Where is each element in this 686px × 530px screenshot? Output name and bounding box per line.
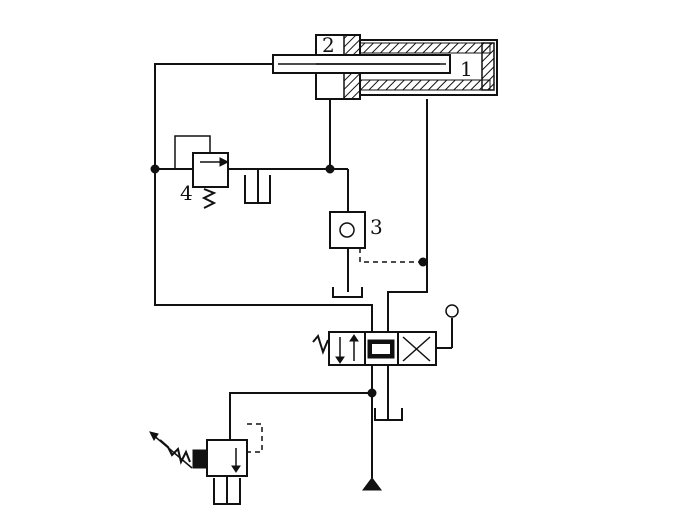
line-to-bottom-valve [229, 392, 372, 442]
pump-triangle [362, 477, 382, 491]
relief-valve-body [192, 152, 229, 188]
line-rod-to-valve [154, 63, 373, 335]
cylinder-end-cap [481, 42, 495, 91]
bottom-valve-adjust-arrow [151, 433, 193, 469]
line-cylinder-to-valve [387, 99, 428, 335]
relief-arrow-head [219, 157, 230, 167]
valve-spring [312, 333, 329, 355]
relief-valve-4: 4 [174, 135, 271, 209]
valve-left-head-2 [349, 334, 359, 342]
label-4: 4 [180, 181, 193, 205]
cylinder-inner-bottom [359, 79, 491, 91]
label-1: 1 [460, 57, 473, 81]
check-tank [332, 287, 363, 298]
valve-left-head-1 [335, 356, 345, 364]
bottom-relief-valve [149, 392, 372, 505]
junction-left [150, 164, 160, 174]
valve-tank [374, 408, 403, 421]
cylinder-assembly: 2 1 [272, 33, 498, 100]
label-2: 2 [322, 33, 335, 57]
relief-spring [201, 188, 217, 209]
pilot-line [359, 248, 422, 263]
directional-valve [312, 304, 459, 366]
bottom-valve-adjust-head [149, 431, 159, 441]
valve-middle-inner [372, 344, 390, 354]
bottom-valve-head [231, 465, 241, 473]
hydraulic-lines [154, 63, 428, 335]
bottom-valve-body [206, 439, 248, 477]
cylinder-inner-top [359, 42, 491, 54]
bottom-valve-pilot [247, 423, 263, 453]
valve-lever-knob [445, 304, 459, 318]
check-valve-3: 3 [329, 211, 383, 298]
junction-pilot [418, 257, 428, 267]
valve-right-cross-2 [402, 336, 431, 362]
relief-pilot-loop [174, 135, 211, 169]
check-valve-body [329, 211, 366, 249]
label-3: 3 [370, 215, 383, 239]
bottom-valve-spring [159, 439, 191, 465]
bottom-valve-actuator [192, 449, 208, 469]
check-valve-ball [339, 222, 355, 238]
junction-top [325, 164, 335, 174]
